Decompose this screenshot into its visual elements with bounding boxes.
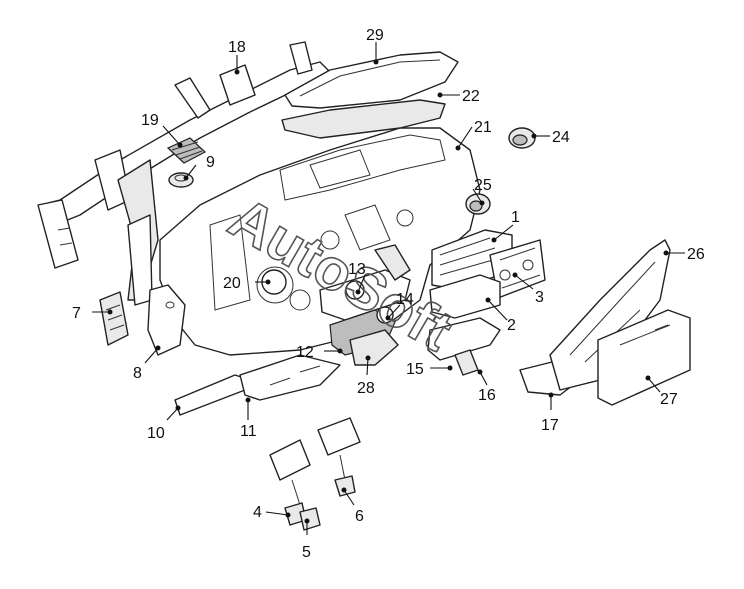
callout-29: 29 [366,27,384,44]
glovebox-part [597,309,691,406]
panel-insert-part [281,99,446,139]
callout-15: 15 [406,361,424,378]
callout-25: 24 [552,129,570,146]
callout-6: 6 [355,508,364,525]
lower-unit-part [429,274,501,319]
callout-7: 7 [72,305,81,322]
callout-13: 13 [348,261,366,278]
callout-14: 14 [396,291,414,308]
callout-20: 20 [223,275,241,292]
callout-9: 9 [206,154,215,171]
callout-28: 28 [357,380,375,397]
callout-4: 4 [253,504,262,521]
control-face-part [489,239,546,299]
callout-17: 17 [541,417,559,434]
callout-26: 26 [687,246,705,263]
callout-2: 2 [507,317,516,334]
glovebox-frame-part [549,239,671,391]
round-vent-part [508,127,536,149]
callout-18: 18 [228,39,246,56]
callout-22: 22 [462,88,480,105]
mesh-bracket-part [166,137,207,164]
round-clip-part [168,172,194,188]
knee-panel-part [174,354,341,416]
leader-dots [107,59,669,524]
callout-3: 3 [535,289,544,306]
pedal-bracket-part [269,417,361,531]
callout-1: 1 [511,209,520,226]
callout-27: 27 [660,391,678,408]
callout-11: 11 [240,423,257,440]
callout-19: 19 [141,112,159,129]
callout-5: 5 [302,544,311,561]
callout-16: 16 [478,387,496,404]
switch-panel-part [99,291,129,346]
callout-8: 8 [133,365,142,382]
callout-12: 12 [296,344,314,361]
callout-24: 25 [474,177,492,194]
leader-lines [92,42,685,535]
side-vent-part [465,193,491,215]
end-cap-part [147,284,186,356]
center-stack-part [319,244,411,366]
callout-21: 21 [474,119,492,136]
top-cover-part [284,51,459,109]
callout-10: 10 [147,425,165,442]
callout-labels: 18 29 22 21 24 19 9 25 1 3 2 20 13 14 7 … [72,27,705,561]
